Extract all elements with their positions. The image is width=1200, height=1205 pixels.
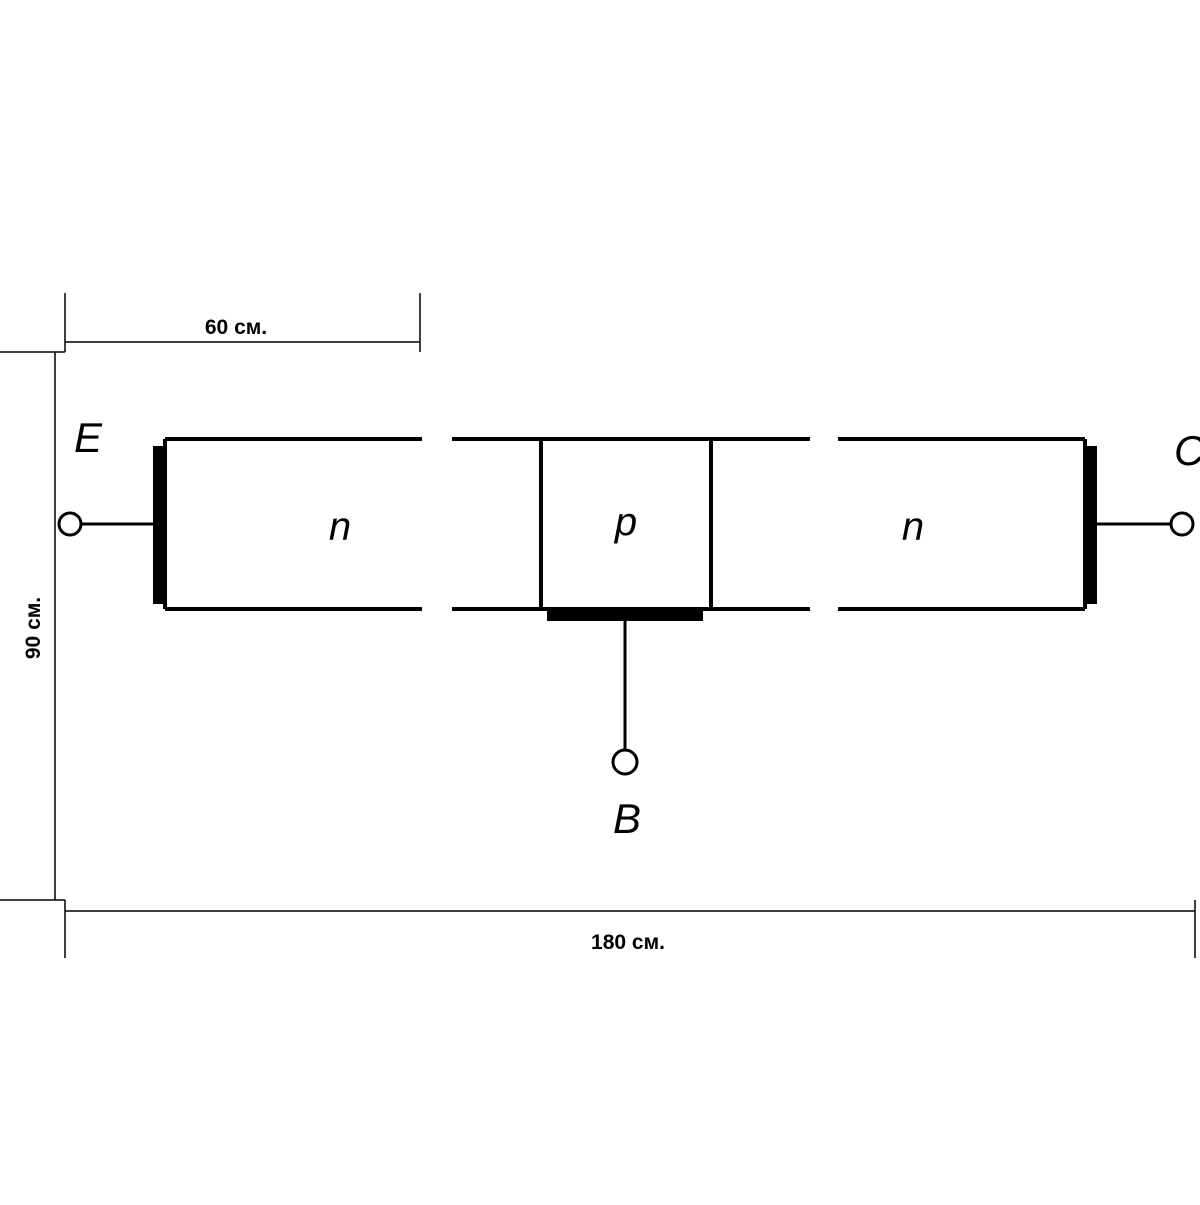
collector-terminal-label: C: [1174, 427, 1200, 474]
dim-panel-width-label: 60 см.: [205, 316, 267, 339]
collector-region-label: n: [902, 505, 924, 549]
dim-total-width-label: 180 см.: [591, 931, 665, 954]
dim-height-label: 90 см.: [22, 597, 45, 659]
emitter-terminal-label: E: [74, 414, 103, 461]
panel-gap-left: [422, 352, 452, 908]
dimension-left: 90 см.: [0, 351, 65, 901]
emitter-contact-plate: [153, 446, 165, 604]
emitter-terminal-circle: [57, 511, 83, 537]
collector-terminal-circle: [1169, 511, 1195, 537]
panel-gap-right: [810, 352, 838, 908]
dimension-bottom: 180 см.: [64, 900, 1196, 958]
collector-contact-plate: [1085, 446, 1097, 604]
dimension-top: 60 см.: [64, 293, 421, 352]
emitter-region-label: n: [329, 505, 351, 549]
base-terminal-label: B: [613, 795, 641, 842]
base-contact-plate: [547, 609, 703, 621]
base-terminal-circle: [611, 748, 639, 776]
base-region-label: p: [614, 500, 637, 544]
